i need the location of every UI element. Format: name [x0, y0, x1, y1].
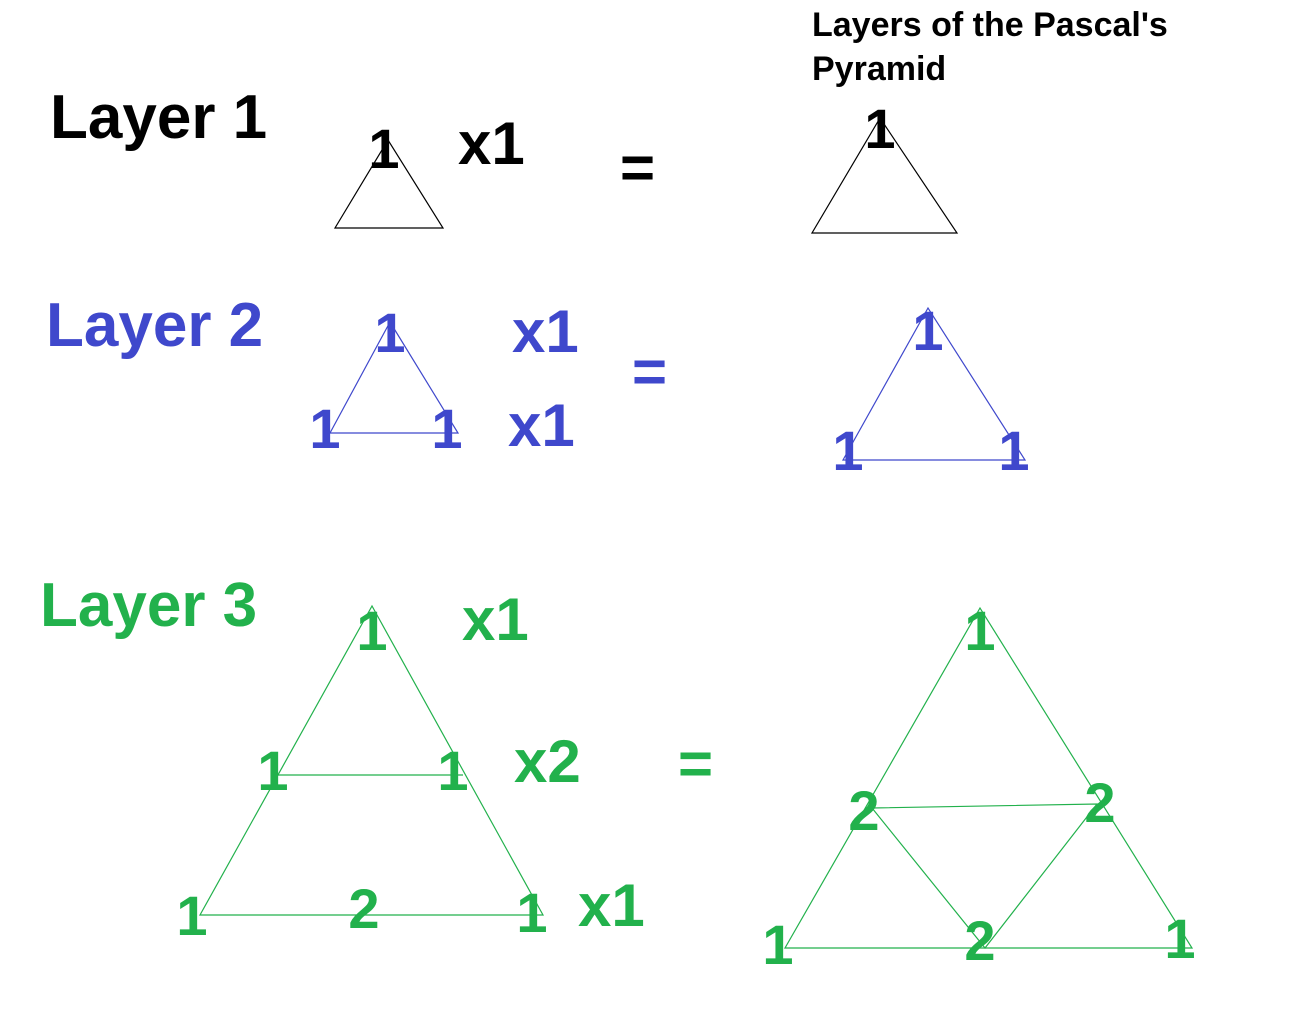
- layer-3-equals: =: [678, 730, 713, 797]
- layer-3-row-3-multiplier: x1: [578, 872, 645, 939]
- layer-2-result-triangle: [841, 306, 1027, 461]
- layer-2-source-triangle: [328, 320, 460, 434]
- layer-2-row-1-value-1: 1: [374, 301, 405, 364]
- layer-2-row-2-value-2: 1: [431, 397, 462, 460]
- layer-3-row-3-value-2: 2: [348, 877, 379, 940]
- layer-2-equals: =: [632, 338, 667, 405]
- layer-3-row-2-multiplier: x2: [514, 728, 581, 795]
- layer-3-result-value-3: 2: [1084, 771, 1115, 834]
- layer-2-row-1-multiplier: x1: [512, 298, 579, 365]
- layer-2-group: Layer 2 1 1 1 x1 x1 = 1 1 1: [46, 291, 1030, 482]
- layer-3-row-1-multiplier: x1: [462, 586, 529, 653]
- layer-3-result-value-4: 2: [964, 909, 995, 972]
- layer-2-row-2-multiplier: x1: [508, 392, 575, 459]
- layer-3-row-2-value-1: 1: [257, 739, 288, 802]
- layer-3-result-outer-triangle: [783, 606, 1194, 949]
- layer-3-result-value-5: 1: [762, 913, 793, 976]
- layer-3-group: Layer 3 1 1 1 1 2 1 x1 x2 x1 = 1 2 2 2 1…: [40, 571, 1196, 976]
- layer-3-result-value-6: 1: [1164, 907, 1195, 970]
- diagram-title-line-2: Pyramid: [812, 50, 946, 88]
- layer-3-result-value-2: 2: [848, 779, 879, 842]
- layer-2-result-value-3: 1: [998, 419, 1029, 482]
- layer-2-label: Layer 2: [46, 291, 263, 360]
- layer-3-row-3-value-1: 1: [176, 884, 207, 947]
- diagram-title-line-1: Layers of the Pascal's: [812, 6, 1168, 44]
- layer-1-row-1-multiplier: x1: [458, 110, 525, 177]
- layer-3-row-3-value-3: 1: [516, 881, 547, 944]
- layer-2-row-2-value-1: 1: [309, 397, 340, 460]
- layer-3-row-2-value-2: 1: [437, 739, 468, 802]
- layer-1-equals: =: [620, 134, 655, 201]
- layer-1-result-value-1: 1: [864, 97, 895, 160]
- layer-3-result-inner-triangle: [870, 803, 1099, 949]
- layer-1-source-triangle: [333, 138, 445, 229]
- layer-3-label: Layer 3: [40, 571, 257, 640]
- layer-1-row-1-value-1: 1: [368, 117, 399, 180]
- layer-3-source-outer-triangle: [198, 604, 545, 916]
- layer-3-result-value-1: 1: [964, 599, 995, 662]
- layer-2-result-value-1: 1: [912, 299, 943, 362]
- layer-1-label: Layer 1: [50, 83, 267, 152]
- layer-3-row-1-value-1: 1: [356, 599, 387, 662]
- layer-1-result-triangle: [810, 116, 959, 234]
- layer-1-group: Layer 1 1 x1 = 1: [50, 83, 959, 234]
- layer-2-result-value-2: 1: [832, 419, 863, 482]
